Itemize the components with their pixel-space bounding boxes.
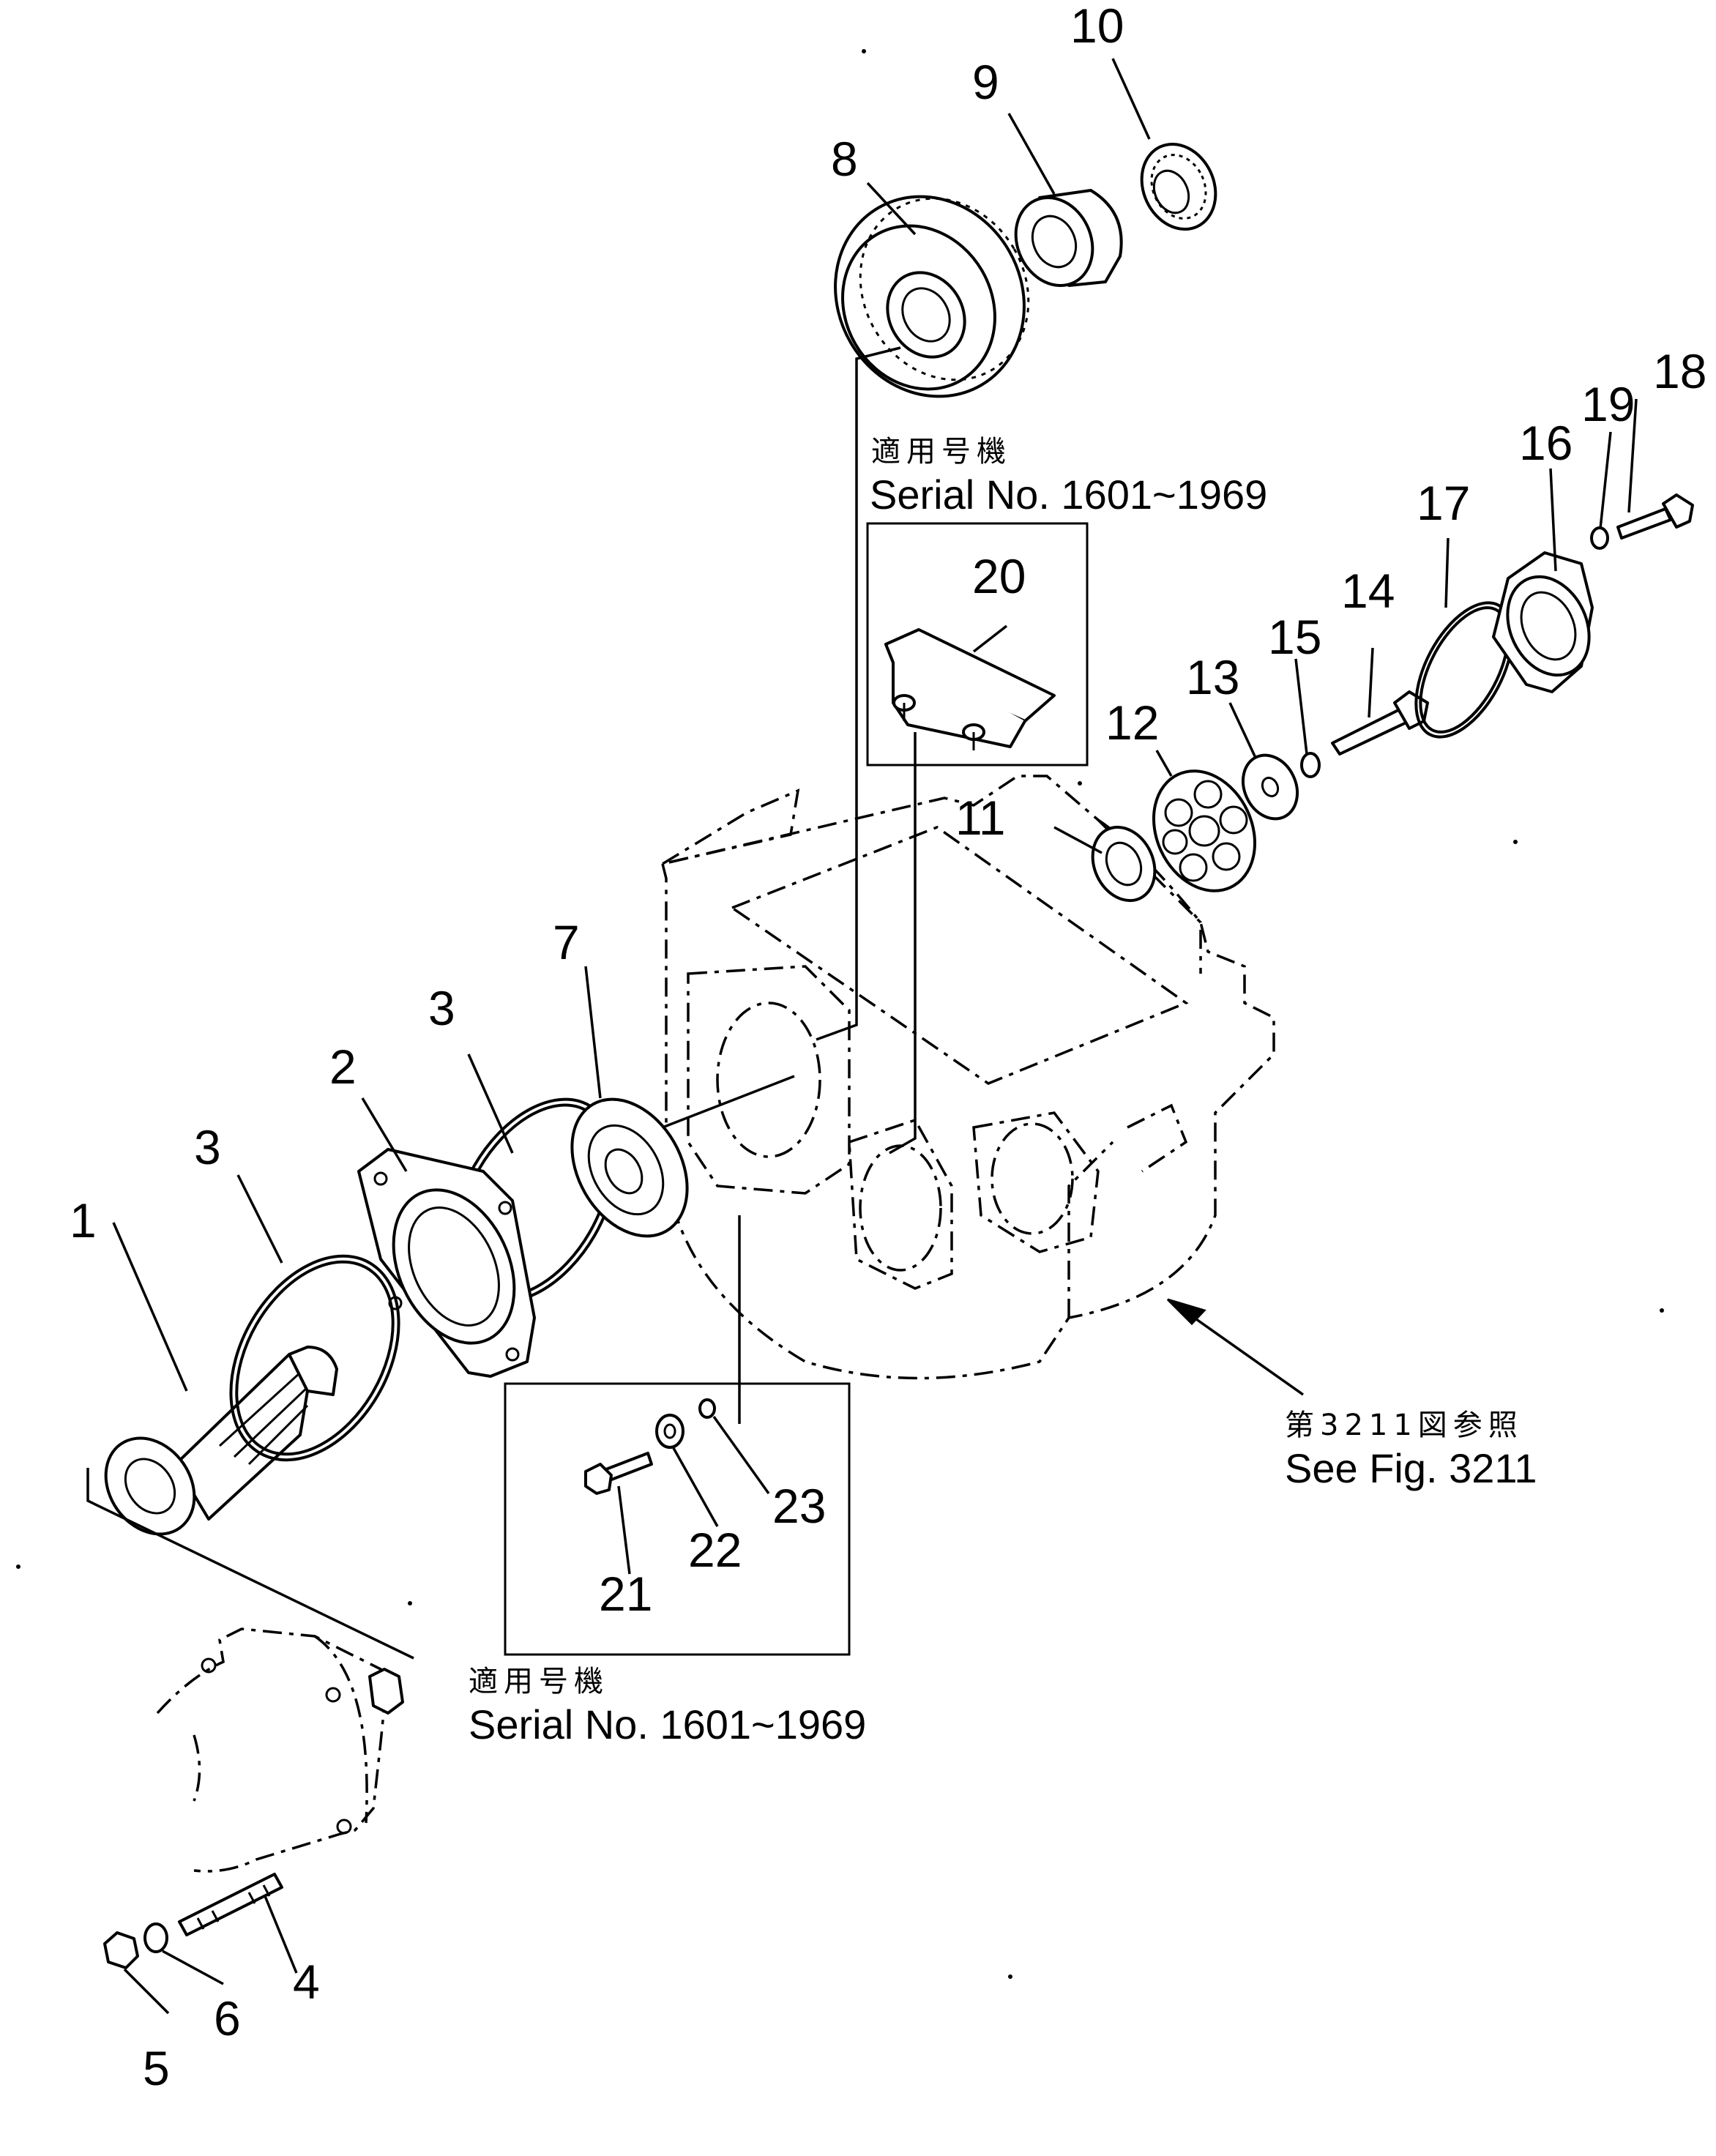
- callout-10: 10: [1070, 0, 1124, 53]
- part-19-lock-washer: [1590, 526, 1609, 550]
- ref-en: See Fig. 3211: [1285, 1445, 1537, 1491]
- callout-21: 21: [599, 1567, 652, 1621]
- transmission-case: [660, 775, 1275, 1380]
- callout-6: 6: [214, 1991, 241, 2045]
- part-8-gear: [834, 195, 1030, 398]
- callout-22: 22: [688, 1523, 742, 1577]
- callout-15: 15: [1268, 610, 1321, 664]
- part-11-seal: [1091, 825, 1157, 903]
- part-1-input-shaft: [104, 1346, 338, 1536]
- part-9-collar: [1014, 189, 1123, 288]
- part-23-o-ring: [698, 1398, 716, 1419]
- part-12-ball-bearing: [1152, 769, 1256, 892]
- callout-2: 2: [329, 1040, 357, 1094]
- part-17-o-ring: [1414, 601, 1514, 739]
- callout-16: 16: [1519, 416, 1573, 470]
- motor-assembly: [156, 1627, 404, 1873]
- part-3-o-ring-left-inner: [235, 1260, 395, 1456]
- part-14-bolt: [1331, 690, 1429, 756]
- callout-labels: 1 3 2 3 7 8 9 10 11 12 13 15 14 17 16 19…: [70, 0, 1706, 2095]
- ref-jp: 第3211図参照: [1285, 1409, 1523, 1442]
- serial-notes: 適用号機 Serial No. 1601~1969 適用号機 Serial No…: [469, 435, 1537, 1747]
- callout-20: 20: [972, 549, 1026, 603]
- callout-13: 13: [1186, 650, 1239, 704]
- callout-1: 1: [70, 1193, 97, 1247]
- part-3-o-ring-left: [229, 1254, 400, 1462]
- callout-3-left: 3: [194, 1120, 221, 1174]
- serial-box-top: [866, 522, 1089, 766]
- part-18-bolt: [1616, 493, 1694, 540]
- serial-box-bottom: [504, 1382, 851, 1656]
- callout-19: 19: [1581, 377, 1635, 431]
- callout-12: 12: [1105, 695, 1159, 750]
- part-5-nut: [103, 1931, 139, 1969]
- part-16-cover: [1492, 551, 1594, 693]
- top-applicable-jp: 適用号機: [871, 435, 1012, 469]
- scan-dots: [16, 49, 1664, 1979]
- part-6-washer: [143, 1922, 168, 1953]
- part-10-needle-bearing: [1140, 142, 1217, 231]
- top-serial-text: Serial No. 1601~1969: [870, 471, 1267, 518]
- callout-4: 4: [293, 1955, 320, 2009]
- callout-7: 7: [553, 915, 580, 969]
- callout-8: 8: [831, 132, 858, 186]
- callout-3-right: 3: [428, 981, 455, 1035]
- callout-11: 11: [955, 791, 1006, 845]
- part-21-bolt: [584, 1452, 653, 1495]
- callout-5: 5: [143, 2041, 170, 2095]
- part-17-o-ring-inner: [1419, 606, 1510, 734]
- leader-lines: [86, 58, 1638, 2015]
- part-2-bearing-cover: [357, 1148, 536, 1378]
- callout-17: 17: [1417, 476, 1470, 530]
- bottom-serial-text: Serial No. 1601~1969: [469, 1701, 866, 1747]
- bottom-applicable-jp: 適用号機: [469, 1665, 609, 1698]
- callout-14: 14: [1341, 564, 1395, 618]
- part-15-lock-washer: [1300, 752, 1321, 778]
- callout-23: 23: [772, 1479, 826, 1533]
- part-22-washer: [655, 1414, 684, 1449]
- callout-18: 18: [1653, 344, 1706, 398]
- part-20-plate: [884, 628, 1056, 750]
- callout-9: 9: [972, 55, 999, 109]
- part-7-ball-bearing: [570, 1097, 689, 1238]
- part-4-stud: [178, 1873, 283, 1936]
